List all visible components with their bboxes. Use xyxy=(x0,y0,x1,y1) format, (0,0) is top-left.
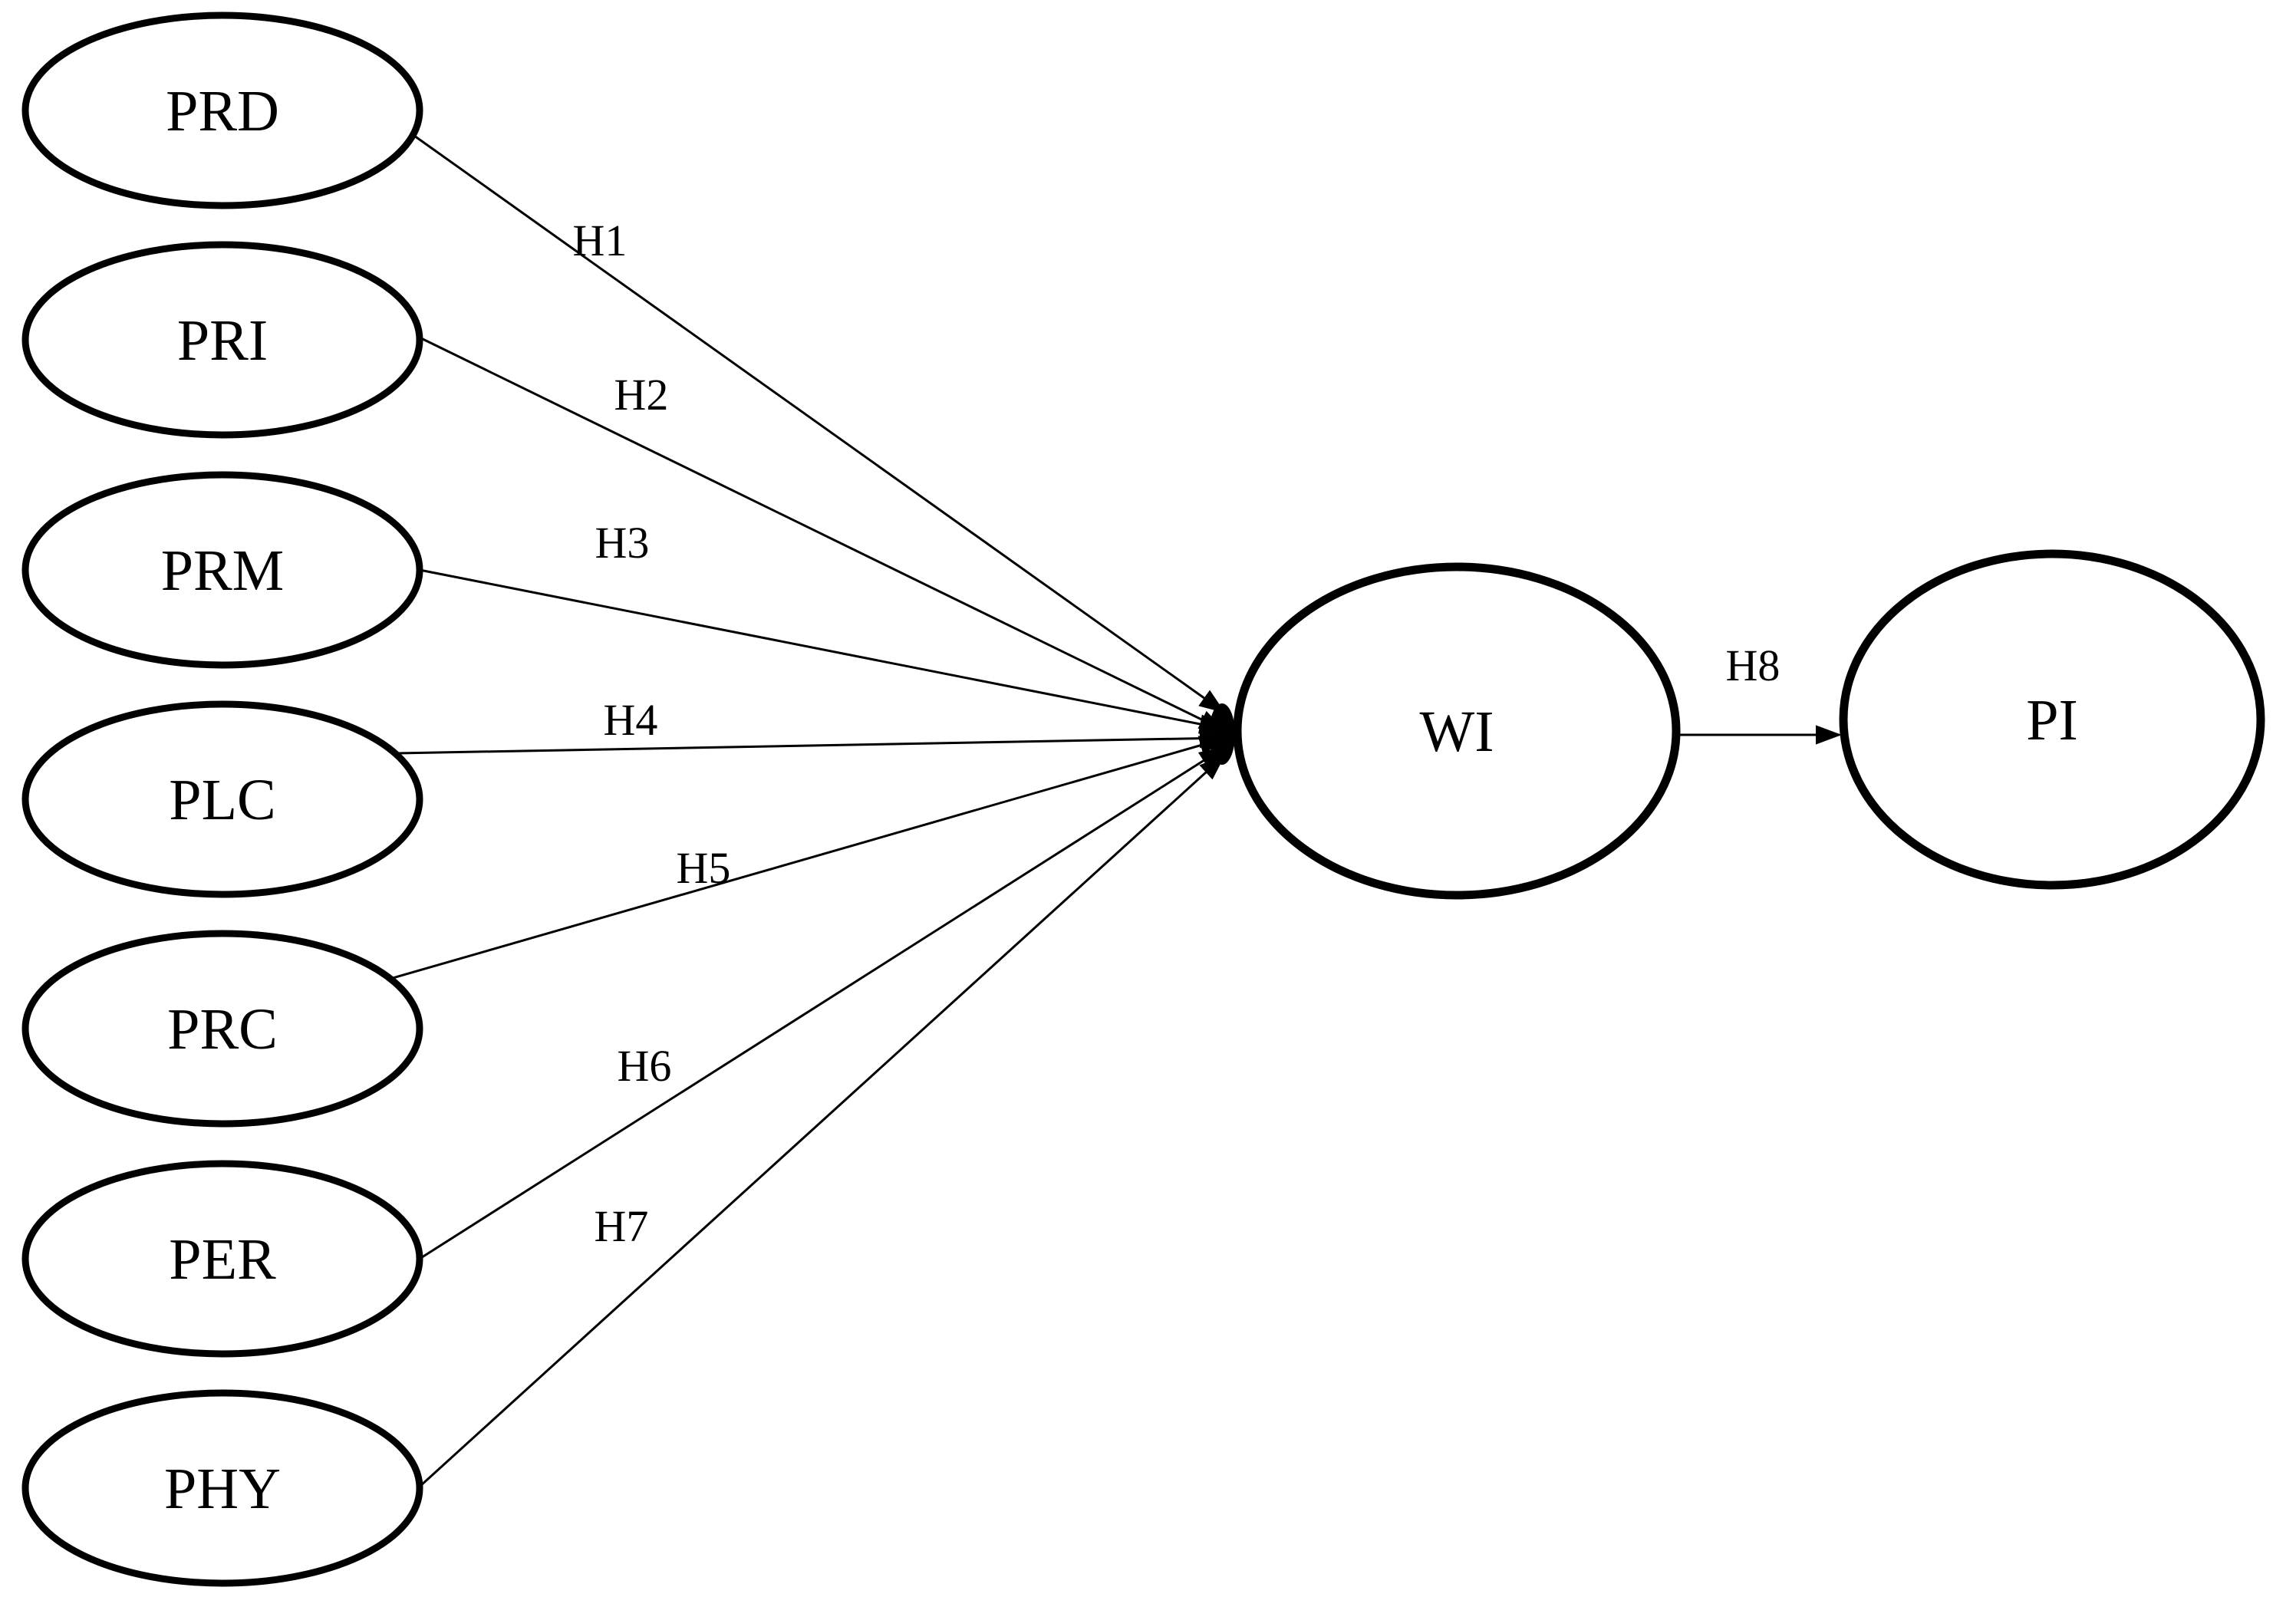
edge-H8-label: H8 xyxy=(1726,640,1780,690)
node-PHY-label: PHY xyxy=(164,1457,281,1521)
edge-H3-line xyxy=(419,568,1226,734)
node-PLC-label: PLC xyxy=(169,768,275,832)
node-PRI: PRI xyxy=(21,241,423,439)
edge-H6-line xyxy=(419,746,1226,1260)
node-PHY-ellipse xyxy=(21,1389,423,1587)
convergence-arrowheads-icon xyxy=(1209,703,1235,765)
node-PRC-label: PRC xyxy=(167,997,278,1062)
edge-H3-label: H3 xyxy=(595,518,650,568)
node-PHY: PHY xyxy=(21,1389,423,1587)
node-PRC-ellipse xyxy=(21,930,423,1128)
node-PER-label: PER xyxy=(169,1227,276,1292)
node-PI-label: PI xyxy=(2026,688,2078,752)
edge-H2-label: H2 xyxy=(614,370,669,420)
node-PRD-ellipse xyxy=(21,12,423,209)
node-PRD-label: PRD xyxy=(166,79,279,143)
edge-H1-label: H1 xyxy=(573,216,628,265)
node-WI-label: WI xyxy=(1419,700,1494,764)
node-PRM: PRM xyxy=(21,471,423,669)
node-PER: PER xyxy=(21,1160,423,1358)
node-PRM-label: PRM xyxy=(161,538,285,603)
edge-H2-line xyxy=(419,336,1226,732)
edge-H7-line xyxy=(418,755,1226,1488)
edge-H4-label: H4 xyxy=(604,695,658,745)
edge-H7-label: H7 xyxy=(595,1201,649,1251)
node-PER-ellipse xyxy=(21,1160,423,1358)
node-PI-ellipse xyxy=(1839,549,2265,890)
edge-H6-label: H6 xyxy=(618,1041,672,1091)
node-WI-ellipse xyxy=(1233,562,1681,900)
edge-H4-line xyxy=(397,728,1226,755)
node-WI: WI xyxy=(1233,562,1681,900)
edge-H1-line xyxy=(413,134,1226,713)
edge-H5-line xyxy=(387,736,1226,981)
node-PRD: PRD xyxy=(21,12,423,209)
node-PRI-ellipse xyxy=(21,241,423,439)
node-PLC-ellipse xyxy=(21,700,423,898)
node-PRM-ellipse xyxy=(21,471,423,669)
node-PI: PI xyxy=(1839,549,2265,890)
node-PLC: PLC xyxy=(21,700,423,898)
edge-H5-label: H5 xyxy=(677,843,731,893)
node-PRI-label: PRI xyxy=(177,308,268,373)
node-PRC: PRC xyxy=(21,930,423,1128)
